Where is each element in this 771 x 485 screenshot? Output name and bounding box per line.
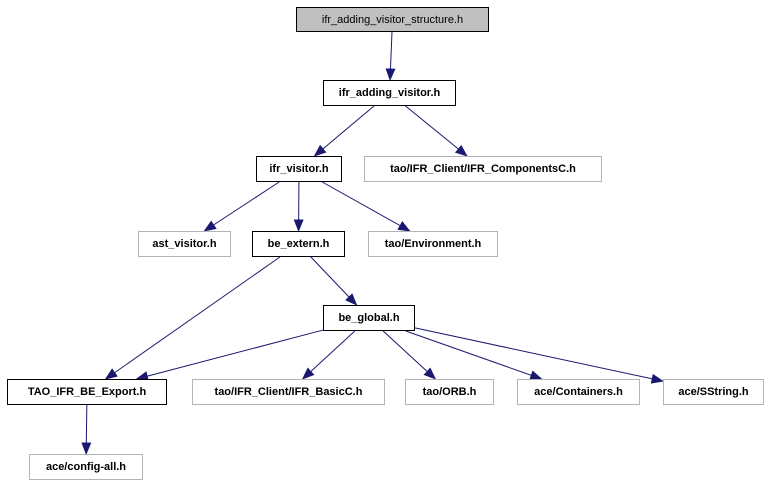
- edge-be_global-to-sstring: [414, 327, 664, 384]
- edge-adding_visitor-to-componentsc: [405, 105, 468, 157]
- graph-node-componentsc: tao/IFR_Client/IFR_ComponentsC.h: [364, 156, 602, 182]
- graph-node-sstring: ace/SString.h: [663, 379, 764, 405]
- graph-node-config_all: ace/config-all.h: [29, 454, 143, 480]
- edge-be_global-to-containers: [405, 330, 543, 380]
- edge-be_global-to-orb: [382, 330, 437, 380]
- graph-node-adding_visitor[interactable]: ifr_adding_visitor.h: [323, 80, 456, 106]
- graph-node-orb: tao/ORB.h: [405, 379, 494, 405]
- edge-be_extern-to-be_global: [310, 256, 358, 306]
- graph-node-basicc: tao/IFR_Client/IFR_BasicC.h: [192, 379, 385, 405]
- graph-node-ast_visitor: ast_visitor.h: [138, 231, 231, 257]
- graph-node-structure: ifr_adding_visitor_structure.h: [296, 7, 489, 32]
- graph-node-ifr_be_export[interactable]: TAO_IFR_BE_Export.h: [7, 379, 167, 405]
- edge-ifr_visitor-to-environment: [321, 181, 411, 232]
- graph-node-environment: tao/Environment.h: [368, 231, 498, 257]
- edge-be_extern-to-ifr_be_export: [104, 256, 281, 380]
- dependency-arrows: [81, 31, 664, 455]
- edge-be_global-to-ifr_be_export: [135, 329, 324, 381]
- edge-ifr_be_export-to-config_all: [81, 404, 92, 455]
- graph-node-containers: ace/Containers.h: [517, 379, 640, 405]
- edge-ifr_visitor-to-ast_visitor: [203, 181, 280, 232]
- edge-be_global-to-basicc: [301, 330, 356, 380]
- graph-node-ifr_visitor[interactable]: ifr_visitor.h: [256, 156, 342, 182]
- graph-node-be_global[interactable]: be_global.h: [323, 305, 415, 331]
- edge-adding_visitor-to-ifr_visitor: [313, 105, 375, 157]
- edge-structure-to-adding_visitor: [385, 31, 396, 81]
- graph-node-be_extern[interactable]: be_extern.h: [252, 231, 345, 257]
